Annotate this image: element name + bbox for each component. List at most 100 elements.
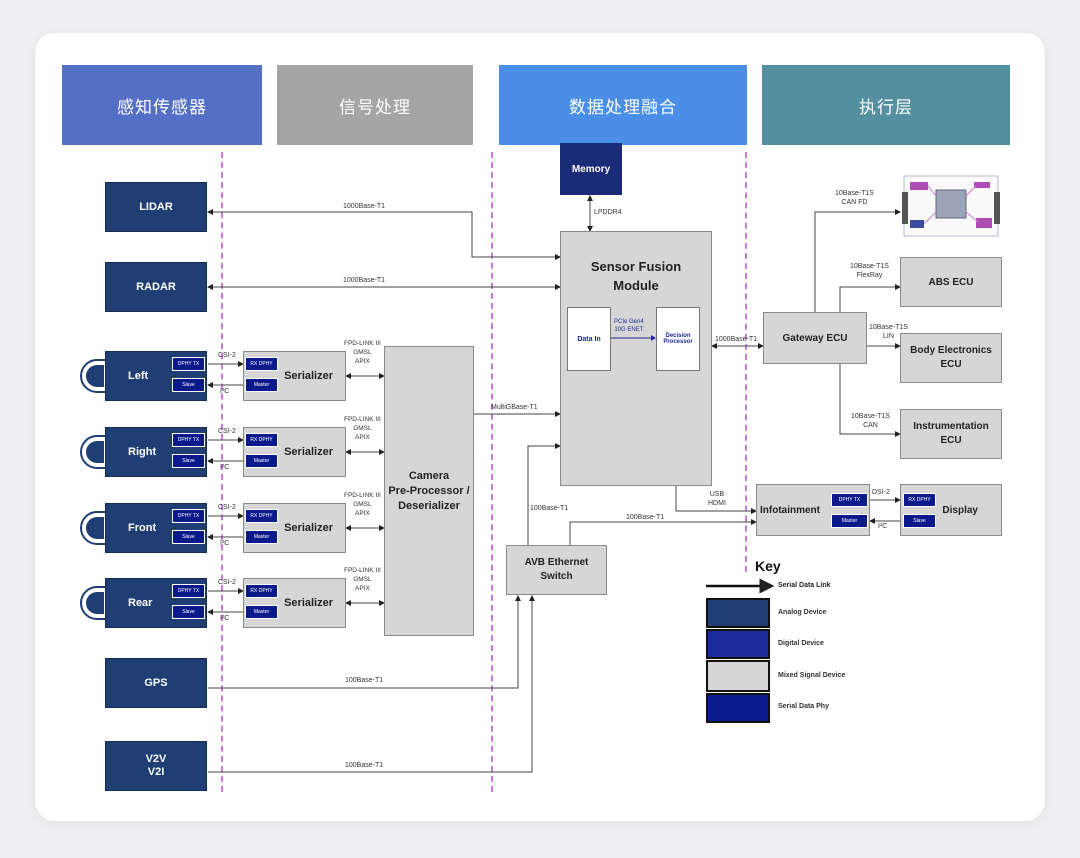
fusion-title: Sensor Fusion Module — [560, 257, 712, 295]
decision-line2: Processor — [663, 339, 693, 345]
camera-dphy-tx: DPHY TX — [172, 584, 205, 598]
divider-3 — [745, 152, 747, 572]
link-fpd: FPD-LINK III — [344, 567, 381, 574]
radar-label: RADAR — [136, 281, 176, 293]
serializer-master-label: Master — [253, 609, 270, 615]
body-line2: ECU — [940, 359, 962, 370]
link-gmsl: GMSL — [353, 349, 372, 356]
serializer-dphy-rx: RX DPHY — [245, 509, 278, 523]
camera-i2c-label: I²C — [220, 388, 230, 395]
serializer-dphy-label: RX DPHY — [250, 361, 273, 367]
camera-lens-ring — [86, 517, 104, 539]
link-fpd: FPD-LINK III — [344, 416, 381, 423]
serializer-label: Serializer — [284, 370, 333, 382]
link-flexray: 10Base-T1S FlexRay — [850, 262, 889, 280]
link-apix: APIX — [355, 358, 370, 365]
camera-dphy-tx: DPHY TX — [172, 357, 205, 371]
link-gmsl: GMSL — [353, 501, 372, 508]
key-analog-label: Analog Device — [778, 609, 827, 616]
link-radar: 1000Base-T1 — [343, 277, 386, 284]
key-serial-link-label: Serial Data Link — [778, 582, 831, 589]
link-gmsl: GMSL — [353, 425, 372, 432]
camera-pre-line2: Pre-Processor / — [388, 484, 470, 497]
camera-lens-ring — [86, 592, 104, 614]
v2v-label: V2V — [145, 753, 167, 765]
link-fpd: FPD-LINK III — [344, 492, 381, 499]
serializer-link-labels: FPD-LINK III GMSL APIX — [344, 339, 381, 366]
infotainment-phy-label: DPHY TX — [838, 497, 861, 503]
link-canfd-line2: CAN FD — [841, 199, 868, 206]
camera-pre-line1: Camera — [408, 469, 450, 482]
link-gps: 100Base-T1 — [345, 677, 384, 684]
serializer-master-label: Master — [253, 458, 270, 464]
link-lidar: 1000Base-T1 — [343, 203, 386, 210]
serializer-dphy-rx: RX DPHY — [245, 357, 278, 371]
serializer-master-label: Master — [253, 382, 270, 388]
pcie-line2: 10G ENET — [614, 327, 644, 333]
decision-line1: Decision — [665, 333, 691, 339]
key-phy-label: Serial Data Phy — [778, 703, 829, 710]
decision-processor-box: Decision Processor — [656, 307, 700, 371]
header-signal-processing: 信号处理 — [277, 65, 473, 145]
camera-slave-label: Slave — [182, 382, 195, 388]
link-hdmi: HDMI — [708, 500, 726, 507]
camera-csi-label: CSI-2 — [218, 428, 236, 435]
camera-slave: Slave — [172, 605, 205, 619]
link-lin-line1: 10Base-T1S — [869, 324, 908, 331]
link-lpddr: LPDDR4 — [594, 209, 622, 216]
pcie-arrow — [611, 335, 656, 341]
data-in-box: Data In — [567, 307, 611, 371]
link-gmsl: GMSL — [353, 576, 372, 583]
serializer-master: Master — [245, 605, 278, 619]
camera-slave-label: Slave — [182, 534, 195, 540]
camera-name: Rear — [128, 597, 153, 609]
camera-slave: Slave — [172, 454, 205, 468]
v2v-v2i-box: V2V V2I — [105, 741, 207, 791]
camera-slave: Slave — [172, 378, 205, 392]
serializer-label: Serializer — [284, 522, 333, 534]
camera-i2c-label: I²C — [220, 540, 230, 547]
link-dsi: DSI-2 — [872, 489, 890, 496]
infotainment-box: Infotainment — [756, 484, 870, 536]
camera-slave-label: Slave — [182, 609, 195, 615]
link-lin: 10Base-T1S LIN — [869, 323, 908, 341]
gps-label: GPS — [144, 677, 168, 689]
camera-csi-label: CSI-2 — [218, 504, 236, 511]
radar-box: RADAR — [105, 262, 207, 312]
link-flexray-line2: FlexRay — [856, 272, 883, 279]
camera-csi-label: CSI-2 — [218, 579, 236, 586]
fusion-title-line1: Sensor Fusion — [590, 259, 682, 274]
lidar-box: LIDAR — [105, 182, 207, 232]
avb-line1: AVB Ethernet — [524, 557, 589, 568]
serializer-dphy-rx: RX DPHY — [245, 584, 278, 598]
camera-dphy-label: DPHY TX — [177, 437, 200, 443]
pcie-line1: PCIe Gen4 — [614, 319, 644, 325]
ecu-board-image — [902, 175, 1000, 237]
serializer-label: Serializer — [284, 597, 333, 609]
body-electronics-ecu-box: Body Electronics ECU — [900, 333, 1002, 383]
instr-line2: ECU — [940, 435, 962, 446]
key-mixed-label: Mixed Signal Device — [778, 672, 846, 679]
gateway-label: Gateway ECU — [782, 332, 848, 344]
link-can-line2: CAN — [863, 422, 878, 429]
link-apix: APIX — [355, 585, 370, 592]
link-fpd: FPD-LINK III — [344, 340, 381, 347]
link-v2v: 100Base-T1 — [345, 762, 384, 769]
serializer-dphy-label: RX DPHY — [250, 437, 273, 443]
camera-i2c-label: I²C — [220, 464, 230, 471]
avb-switch-box: AVB Ethernet Switch — [506, 545, 607, 595]
display-box: Display — [900, 484, 1002, 536]
serializer-master-label: Master — [253, 534, 270, 540]
camera-dphy-tx: DPHY TX — [172, 509, 205, 523]
lidar-label: LIDAR — [139, 201, 173, 213]
link-avb-info: 100Base-T1 — [626, 514, 665, 521]
v2i-label: V2I — [147, 766, 165, 778]
camera-slave-label: Slave — [182, 458, 195, 464]
serializer-dphy-rx: RX DPHY — [245, 433, 278, 447]
display-phy-rx: RX DPHY — [903, 493, 936, 507]
key-phy-swatch — [706, 693, 770, 723]
